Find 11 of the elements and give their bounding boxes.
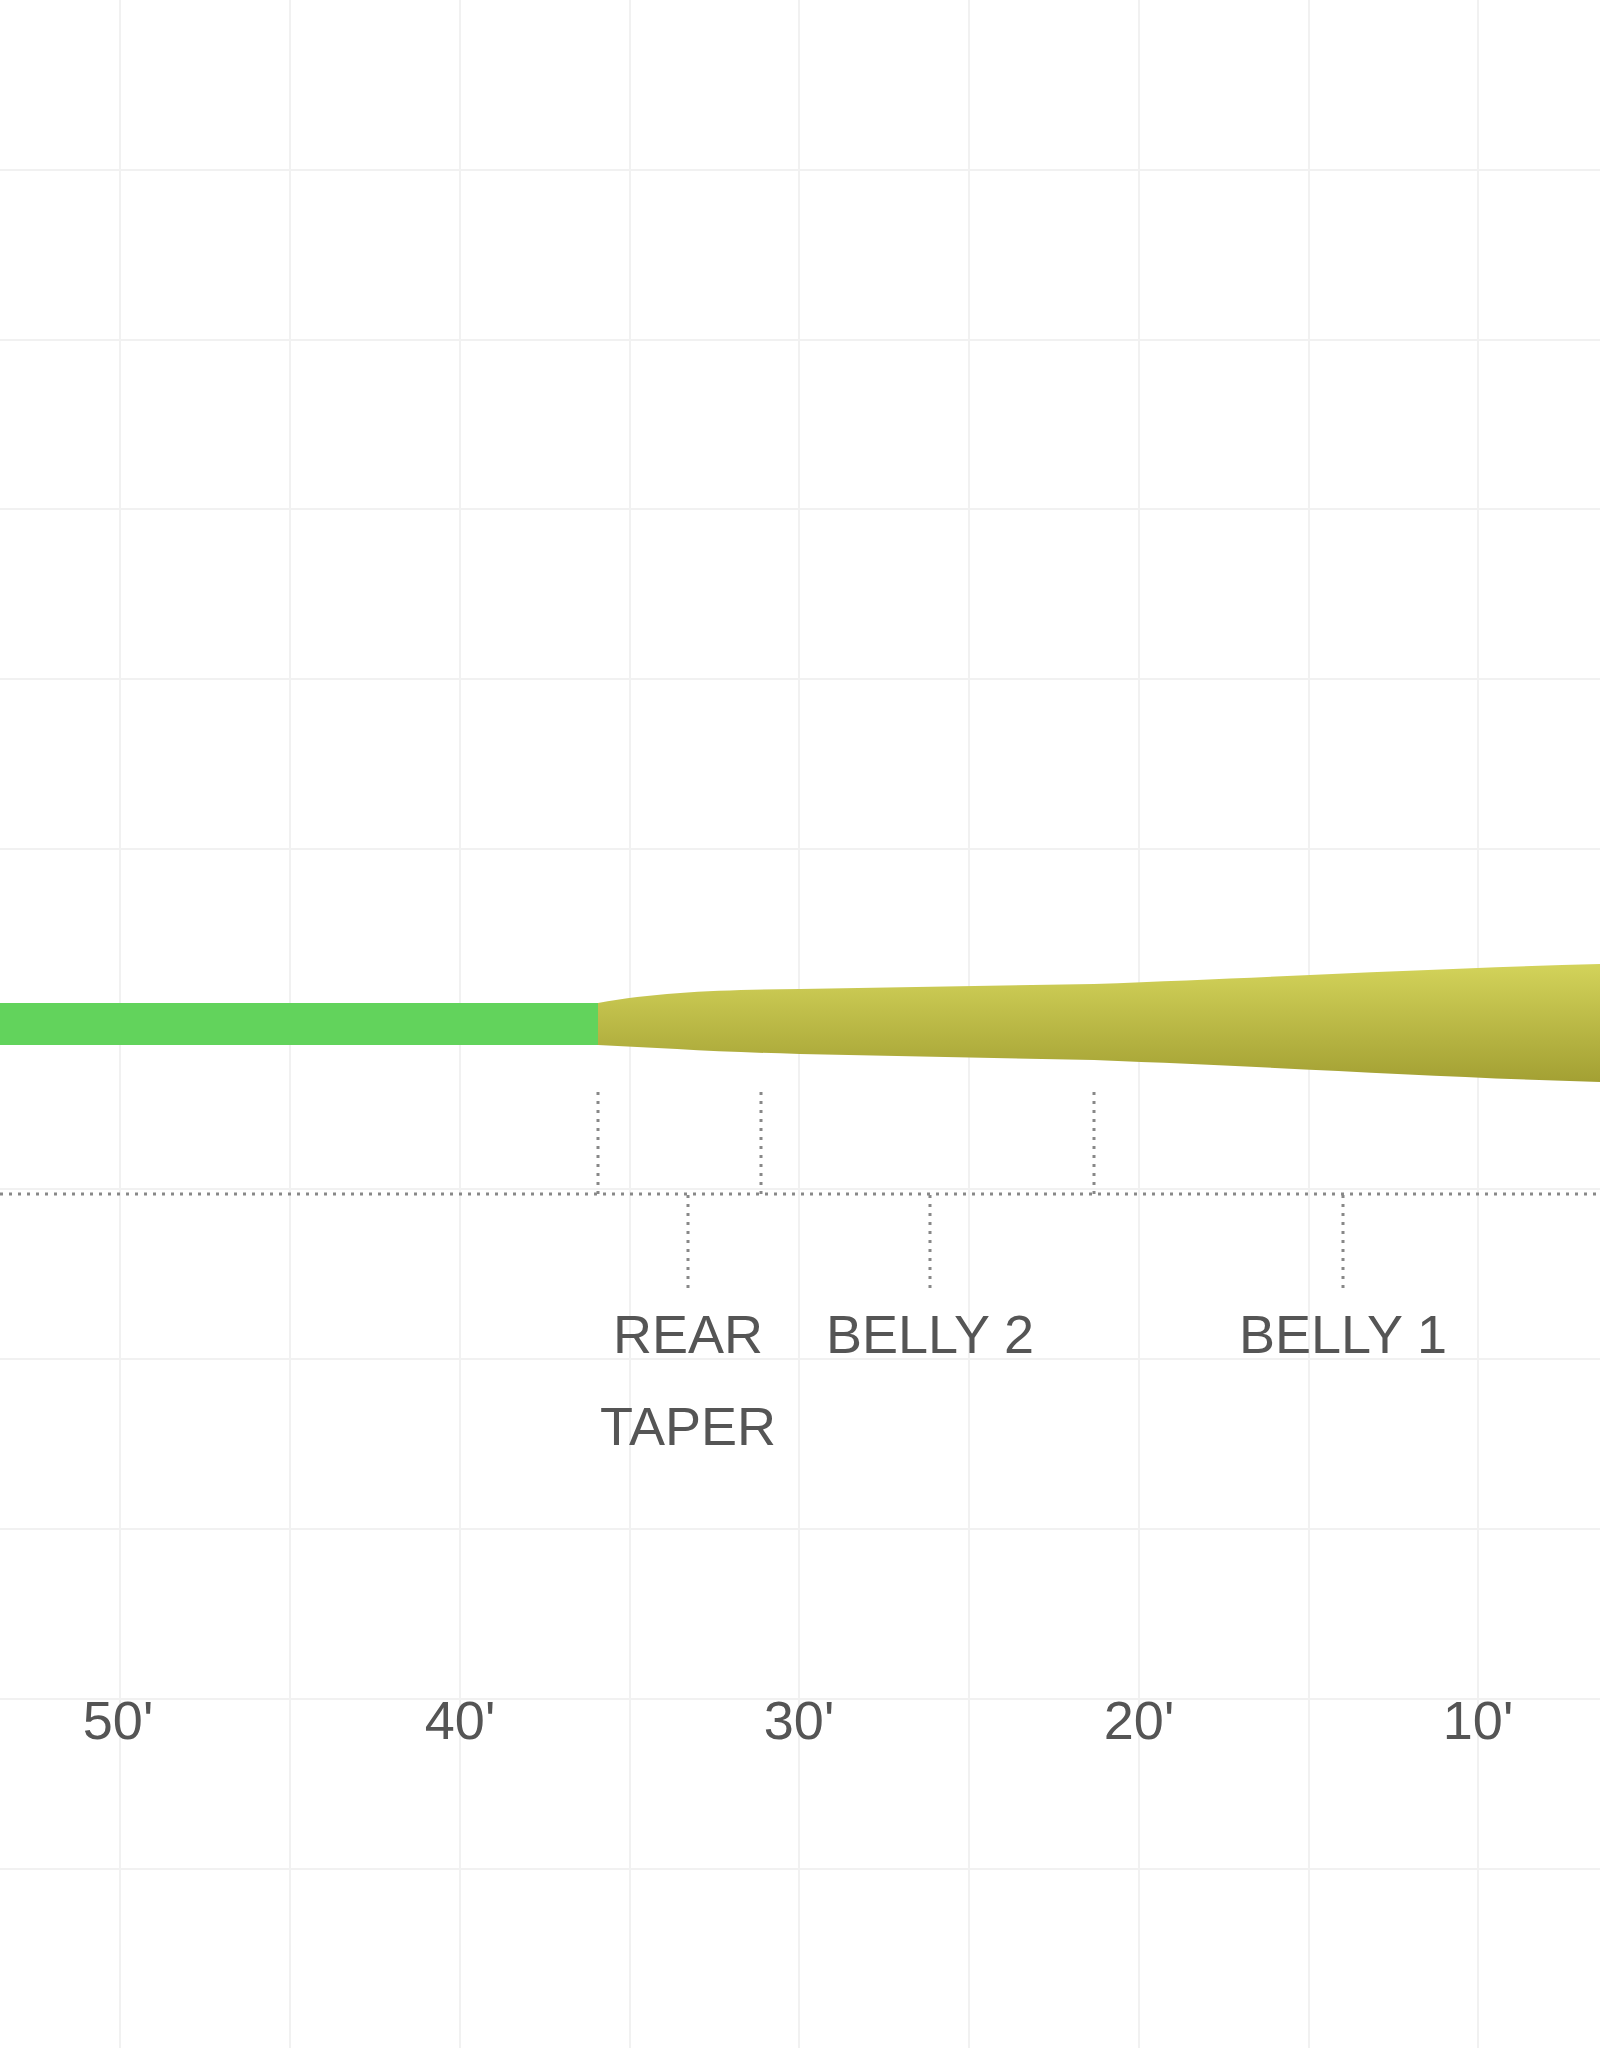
leader-line (928, 1194, 932, 1288)
axis-label: 20' (1103, 1689, 1175, 1752)
axis-label: 50' (82, 1689, 154, 1752)
axis-label: 30' (763, 1689, 835, 1752)
leader-line (686, 1194, 690, 1288)
segment-label: BELLY 1 (1238, 1303, 1448, 1366)
segment-label: BELLY 2 (825, 1303, 1035, 1366)
leader-line (1341, 1194, 1345, 1288)
axis-label: 40' (424, 1689, 496, 1752)
axis-label: 10' (1442, 1689, 1514, 1752)
segment-label: REAR TAPER (599, 1303, 777, 1458)
